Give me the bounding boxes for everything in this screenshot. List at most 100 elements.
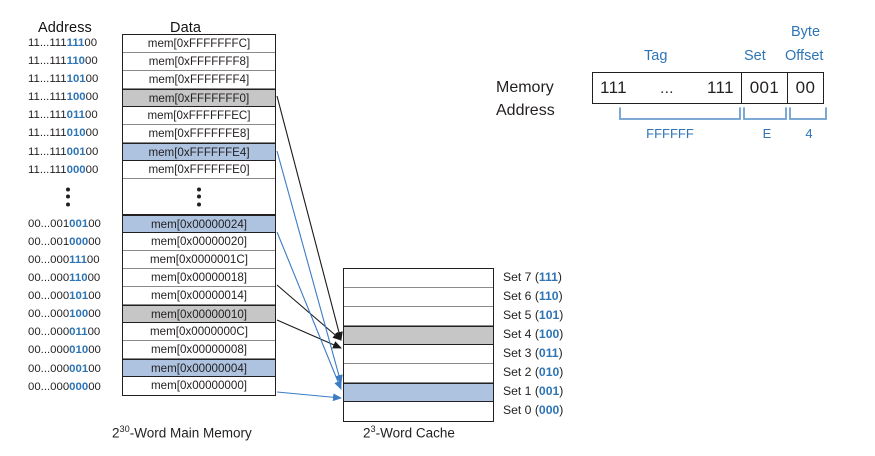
tag-hex-value: FFFFFF bbox=[646, 126, 694, 141]
address-label: 00...00001000 bbox=[28, 341, 120, 359]
arrow-group-set1 bbox=[276, 150, 343, 402]
address-field-diagram: Tag Set Byte Offset 111 ... 111 001 00 F… bbox=[592, 24, 824, 141]
address-offset-bits: 00 bbox=[85, 55, 98, 68]
cache-row bbox=[344, 345, 493, 364]
cache-set-bits: 111 bbox=[538, 270, 558, 284]
field-brace-group bbox=[619, 107, 827, 120]
address-offset-bits: 00 bbox=[88, 362, 101, 375]
memory-row: mem[0xFFFFFFEC] bbox=[123, 107, 275, 125]
byte-field-label: Byte bbox=[791, 24, 821, 40]
cache-set-label: Set 1 (001) bbox=[503, 384, 564, 398]
address-set-bits: 000 bbox=[69, 380, 89, 393]
cache-set-label: Set 2 (010) bbox=[503, 365, 564, 379]
memory-row: mem[0x00000000] bbox=[123, 377, 275, 395]
tag-field-box: 111 ... 111 bbox=[593, 73, 741, 103]
address-set-bits: 101 bbox=[66, 73, 86, 86]
address-label: 00...00100100 bbox=[28, 215, 120, 233]
address-set-bits: 111 bbox=[69, 253, 87, 266]
cache-row bbox=[344, 288, 493, 307]
memory-row: mem[0xFFFFFFFC] bbox=[123, 35, 275, 53]
address-label: 00...00100000 bbox=[28, 233, 120, 251]
cache-row bbox=[344, 383, 493, 402]
address-prefix-bits: 00...000 bbox=[28, 362, 70, 375]
arrow-mem-00000010-to-set4 bbox=[276, 284, 342, 341]
mem-caption-base: 2 bbox=[112, 425, 120, 441]
set-field-label: Set bbox=[744, 48, 766, 64]
address-prefix-bits: 00...000 bbox=[28, 308, 70, 321]
address-set-bits: 100 bbox=[66, 91, 86, 104]
arrow-mem-00000004-to-set1 bbox=[276, 391, 342, 402]
tag-bits-left: 111 bbox=[600, 78, 628, 97]
address-label: 11...11101000 bbox=[28, 124, 120, 142]
address-label: 00...00000000 bbox=[28, 378, 120, 396]
memory-row: mem[0x00000018] bbox=[123, 269, 275, 287]
memory-row: mem[0x00000014] bbox=[123, 287, 275, 305]
address-offset-bits: 00 bbox=[88, 344, 101, 357]
cache-set-labels: Set 7 (111)Set 6 (110)Set 5 (101)Set 4 (… bbox=[503, 268, 563, 420]
memory-row: mem[0xFFFFFFF0] bbox=[123, 89, 275, 107]
address-label: 11...11111100 bbox=[28, 34, 120, 52]
address-prefix-bits: 00...000 bbox=[28, 272, 70, 285]
arrow-mem-ffffffe4-to-set1 bbox=[276, 150, 343, 384]
memory-row: mem[0x00000020] bbox=[123, 233, 275, 251]
cache-set-name: Set 1 bbox=[503, 384, 532, 398]
address-set-bits: 001 bbox=[69, 362, 89, 375]
address-label: 00...00010100 bbox=[28, 287, 120, 305]
address-label: 11...11101100 bbox=[28, 106, 120, 124]
address-label: 00...00000100 bbox=[28, 360, 120, 378]
cache-set-label: Set 3 (011) bbox=[503, 346, 563, 360]
address-set-bits: 010 bbox=[66, 127, 86, 140]
address-offset-bits: 00 bbox=[88, 235, 101, 248]
address-ellipsis bbox=[28, 179, 120, 215]
address-offset-bits: 00 bbox=[85, 73, 99, 86]
memory-row: mem[0xFFFFFFF8] bbox=[123, 53, 275, 71]
address-label: 11...11111000 bbox=[28, 52, 120, 70]
mem-caption-text: -Word Main Memory bbox=[129, 425, 252, 441]
address-set-bits: 011 bbox=[66, 109, 86, 122]
address-prefix-bits: 00...000 bbox=[28, 290, 70, 303]
memory-row: mem[0x00000004] bbox=[123, 359, 275, 377]
offset-field-box: 00 bbox=[787, 73, 823, 103]
mem-caption-exponent: 30 bbox=[119, 424, 130, 434]
address-set-bits: 000 bbox=[69, 235, 89, 248]
cache-set-bits: 101 bbox=[538, 308, 560, 322]
cache-row bbox=[344, 269, 493, 288]
cache-set-label: Set 4 (100) bbox=[503, 327, 564, 341]
address-set-bits: 110 bbox=[66, 55, 86, 68]
cache-set-name: Set 6 bbox=[503, 289, 532, 303]
cache-set-bits: 001 bbox=[538, 384, 560, 398]
address-offset-bits: 00 bbox=[84, 37, 98, 49]
cache-set-bits: 110 bbox=[538, 289, 559, 303]
memory-row: mem[0x00000010] bbox=[123, 305, 275, 323]
cache-set-name: Set 2 bbox=[503, 365, 532, 379]
address-offset-bits: 00 bbox=[85, 163, 99, 176]
address-label: 11...11100100 bbox=[28, 143, 120, 161]
cache-set-label: Set 5 (101) bbox=[503, 308, 564, 322]
address-label: 00...00001100 bbox=[28, 323, 120, 341]
address-set-bits: 111 bbox=[66, 37, 85, 49]
tag-bits-ellipsis: ... bbox=[660, 79, 674, 97]
tag-brace bbox=[619, 107, 741, 120]
address-set-bits: 000 bbox=[66, 163, 86, 176]
memory-row: mem[0xFFFFFFE4] bbox=[123, 143, 275, 161]
address-prefix-bits: 11...111 bbox=[28, 127, 67, 140]
memory-row: mem[0x0000001C] bbox=[123, 251, 275, 269]
cache-row bbox=[344, 364, 493, 383]
address-offset-bits: 00 bbox=[87, 272, 101, 285]
cache-set-label: Set 7 (111) bbox=[503, 270, 562, 284]
address-label: 11...11100000 bbox=[28, 161, 120, 179]
cache-set-bits: 011 bbox=[538, 346, 559, 360]
address-set-bits: 010 bbox=[69, 344, 89, 357]
cache-row bbox=[344, 326, 493, 345]
address-prefix-bits: 11...111 bbox=[28, 55, 67, 68]
address-prefix-bits: 00...001 bbox=[28, 217, 70, 230]
address-offset-bits: 00 bbox=[88, 308, 101, 321]
address-offset-bits: 00 bbox=[85, 145, 99, 158]
arrow-group-set4 bbox=[276, 95, 343, 349]
memory-row: mem[0xFFFFFFE0] bbox=[123, 161, 275, 179]
main-memory-table: mem[0xFFFFFFFC]mem[0xFFFFFFF8] mem[0xFFFF… bbox=[122, 34, 276, 396]
set-brace bbox=[743, 107, 787, 120]
address-offset-bits: 00 bbox=[86, 253, 100, 266]
cache-set-name: Set 4 bbox=[503, 327, 532, 341]
